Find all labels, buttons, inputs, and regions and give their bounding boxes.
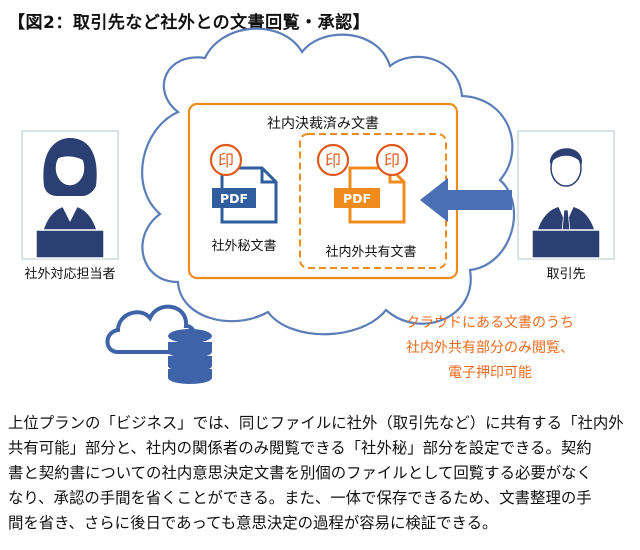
male-client-icon <box>531 148 601 259</box>
figure-title: 【図2：取引先など社外との文書回覧・承認】 <box>8 13 371 33</box>
svg-text:印: 印 <box>325 151 341 170</box>
description-line: 書と契約書についての社内意思決定文書を別個のファイルとして回覧する必要がなく <box>8 464 592 482</box>
container-label: 社内決裁済み文書 <box>267 116 379 132</box>
svg-text:PDF: PDF <box>343 191 371 206</box>
stamp-icon: 印 <box>209 143 243 177</box>
stamp-icon: 印 <box>375 143 409 177</box>
confidential-pdf-icon: PDF <box>212 166 278 224</box>
person-right-label: 取引先 <box>546 267 585 282</box>
cloud-database-icon <box>105 304 212 384</box>
svg-text:印: 印 <box>384 151 400 170</box>
confidential-doc-label: 社外秘文書 <box>211 238 276 254</box>
access-arrow-icon <box>420 178 512 222</box>
cloud-note-line-1: クラウドにある文書のうち <box>406 315 574 331</box>
cloud-note-line-3: 電子押印可能 <box>448 365 532 381</box>
cloud-note-line-2: 社内外共有部分のみ閲覧、 <box>406 339 574 356</box>
description-line: 共有可能」部分と、社内の関係者のみ閲覧できる「社外秘」部分を設定できる。契約 <box>8 439 592 457</box>
diagram: 社内決裁済み文書 PDF 印 社外秘文書 PDF 印 印 社内外共有文書 <box>21 27 615 384</box>
svg-text:PDF: PDF <box>220 191 248 206</box>
person-left-label: 社外対応担当者 <box>24 266 115 282</box>
stamp-icon: 印 <box>316 143 350 177</box>
description-paragraph: 上位プランの「ビジネス」では、同じファイルに社外（取引先など）に共有する「社内外… <box>8 411 634 536</box>
shared-pdf-icon: PDF <box>334 166 406 224</box>
female-staff-icon <box>35 138 105 259</box>
shared-doc-label: 社内外共有文書 <box>325 244 416 260</box>
description-line: 上位プランの「ビジネス」では、同じファイルに社外（取引先など）に共有する「社内外 <box>8 414 624 432</box>
svg-text:印: 印 <box>218 151 234 170</box>
description-line: なり、承認の手間を省くことができる。また、一体で保存できるため、文書整理の手 <box>8 489 592 507</box>
description-line: 間を省き、さらに後日であっても意思決定の過程が容易に検証できる。 <box>8 514 498 532</box>
